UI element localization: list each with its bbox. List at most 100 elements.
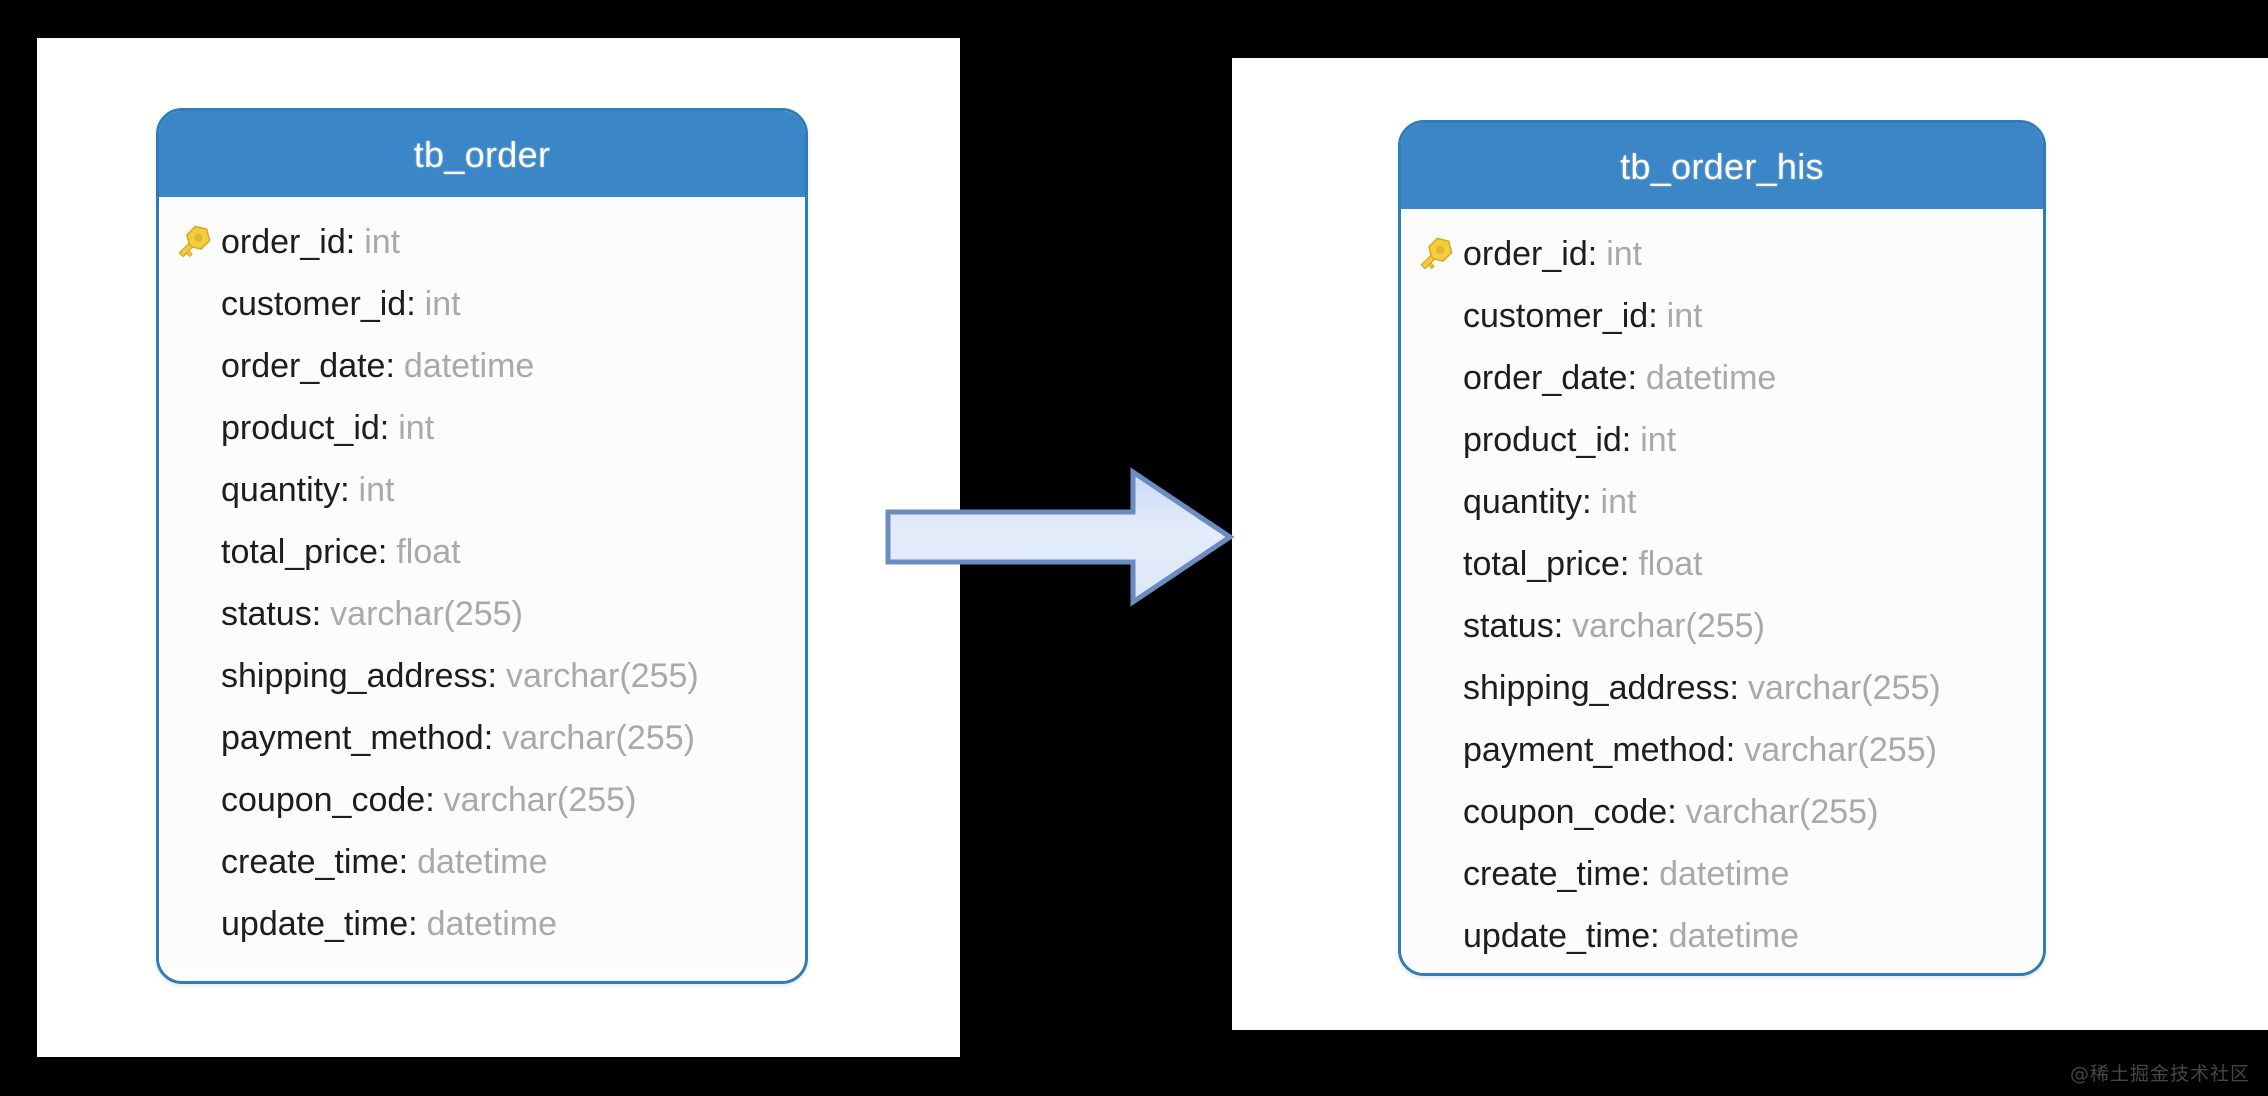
field-separator: : [1553,607,1564,645]
field-separator: : [1667,793,1677,831]
field-row-tb_order_his-order_date[interactable]: order_date:datetime [1401,347,2043,409]
field-type-order_date: datetime [403,347,535,385]
field-row-tb_order-order_date[interactable]: order_date:datetime [159,335,805,397]
field-name-total_price: total_price [1463,545,1620,583]
field-separator: : [1640,855,1651,893]
field-row-tb_order-update_time[interactable]: update_time:datetime [159,893,805,955]
field-separator: : [408,905,418,943]
field-row-tb_order-create_time[interactable]: create_time:datetime [159,831,805,893]
field-type-coupon_code: varchar(255) [443,781,637,819]
field-type-total_price: float [1638,545,1703,583]
field-name-shipping_address: shipping_address [221,657,488,695]
primary-key-icon [178,225,211,258]
field-name-coupon_code: coupon_code [221,781,426,819]
field-type-order_id: int [1606,235,1643,273]
field-type-shipping_address: varchar(255) [505,657,699,695]
field-separator: : [1725,731,1736,769]
field-name-product_id: product_id [221,409,380,447]
field-separator: : [483,719,494,757]
field-separator: : [377,533,388,571]
field-name-quantity: quantity [221,471,341,509]
field-type-total_price: float [396,533,461,571]
field-type-update_time: datetime [426,905,557,943]
field-row-tb_order_his-payment_method[interactable]: payment_method:varchar(255) [1401,719,2043,781]
field-separator: : [345,223,356,261]
field-name-order_date: order_date [221,347,386,385]
field-name-order_id: order_id [221,223,346,261]
field-type-customer_id: int [1666,297,1703,335]
field-type-create_time: datetime [1659,855,1790,893]
field-type-payment_method: varchar(255) [1744,731,1937,769]
field-type-shipping_address: varchar(255) [1747,669,1941,707]
field-separator: : [487,657,497,695]
field-separator: : [1587,235,1598,273]
field-type-update_time: datetime [1668,917,1799,955]
field-separator: : [425,781,435,819]
field-separator: : [311,595,322,633]
field-name-customer_id: customer_id [221,285,407,323]
field-separator: : [398,843,409,881]
field-type-status: varchar(255) [1572,607,1765,645]
field-row-tb_order_his-create_time[interactable]: create_time:datetime [1401,843,2043,905]
field-row-tb_order_his-quantity[interactable]: quantity:int [1401,471,2043,533]
field-name-customer_id: customer_id [1463,297,1649,335]
watermark-text: @稀土掘金技术社区 [2069,1063,2250,1085]
field-row-tb_order-total_price[interactable]: total_price:float [159,521,805,583]
field-name-status: status [221,595,312,633]
field-row-tb_order_his-shipping_address[interactable]: shipping_address:varchar(255) [1401,657,2043,719]
field-name-shipping_address: shipping_address [1463,669,1730,707]
field-row-tb_order-quantity[interactable]: quantity:int [159,459,805,521]
field-separator: : [1582,483,1592,521]
field-row-tb_order-customer_id[interactable]: customer_id:int [159,273,805,335]
field-separator: : [1648,297,1658,335]
field-name-order_id: order_id [1463,235,1588,273]
field-type-product_id: int [398,409,435,447]
field-type-quantity: int [1600,483,1637,521]
field-row-tb_order-order_id[interactable]: order_id:int [159,211,805,273]
field-row-tb_order-payment_method[interactable]: payment_method:varchar(255) [159,707,805,769]
field-name-order_date: order_date [1463,359,1628,397]
field-row-tb_order_his-total_price[interactable]: total_price:float [1401,533,2043,595]
field-row-tb_order-shipping_address[interactable]: shipping_address:varchar(255) [159,645,805,707]
field-name-coupon_code: coupon_code [1463,793,1668,831]
entity-title-tb-order-his: tb_order_his [1401,123,2043,209]
field-type-customer_id: int [424,285,461,323]
field-type-quantity: int [358,471,395,509]
primary-key-icon [1420,237,1453,270]
field-row-tb_order_his-status[interactable]: status:varchar(255) [1401,595,2043,657]
field-separator: : [379,409,390,447]
field-separator: : [1729,669,1739,707]
field-type-order_date: datetime [1645,359,1777,397]
field-name-create_time: create_time [1463,855,1641,893]
field-row-tb_order_his-update_time[interactable]: update_time:datetime [1401,905,2043,967]
field-name-payment_method: payment_method [1463,731,1726,769]
field-name-update_time: update_time [221,905,409,943]
field-row-tb_order-coupon_code[interactable]: coupon_code:varchar(255) [159,769,805,831]
field-type-coupon_code: varchar(255) [1685,793,1879,831]
field-separator: : [406,285,416,323]
field-type-create_time: datetime [417,843,548,881]
field-type-status: varchar(255) [330,595,523,633]
field-name-status: status [1463,607,1554,645]
field-type-payment_method: varchar(255) [502,719,695,757]
field-row-tb_order-product_id[interactable]: product_id:int [159,397,805,459]
field-row-tb_order_his-order_id[interactable]: order_id:int [1401,223,2043,285]
field-row-tb_order_his-product_id[interactable]: product_id:int [1401,409,2043,471]
field-row-tb_order_his-coupon_code[interactable]: coupon_code:varchar(255) [1401,781,2043,843]
field-name-product_id: product_id [1463,421,1622,459]
field-row-tb_order-status[interactable]: status:varchar(255) [159,583,805,645]
field-separator: : [1627,359,1637,397]
field-separator: : [1619,545,1630,583]
field-type-order_id: int [364,223,401,261]
field-name-total_price: total_price [221,533,378,571]
field-name-update_time: update_time [1463,917,1651,955]
field-row-tb_order_his-customer_id[interactable]: customer_id:int [1401,285,2043,347]
field-separator: : [1621,421,1632,459]
field-name-create_time: create_time [221,843,399,881]
entity-title-tb-order: tb_order [159,111,805,197]
field-name-payment_method: payment_method [221,719,484,757]
